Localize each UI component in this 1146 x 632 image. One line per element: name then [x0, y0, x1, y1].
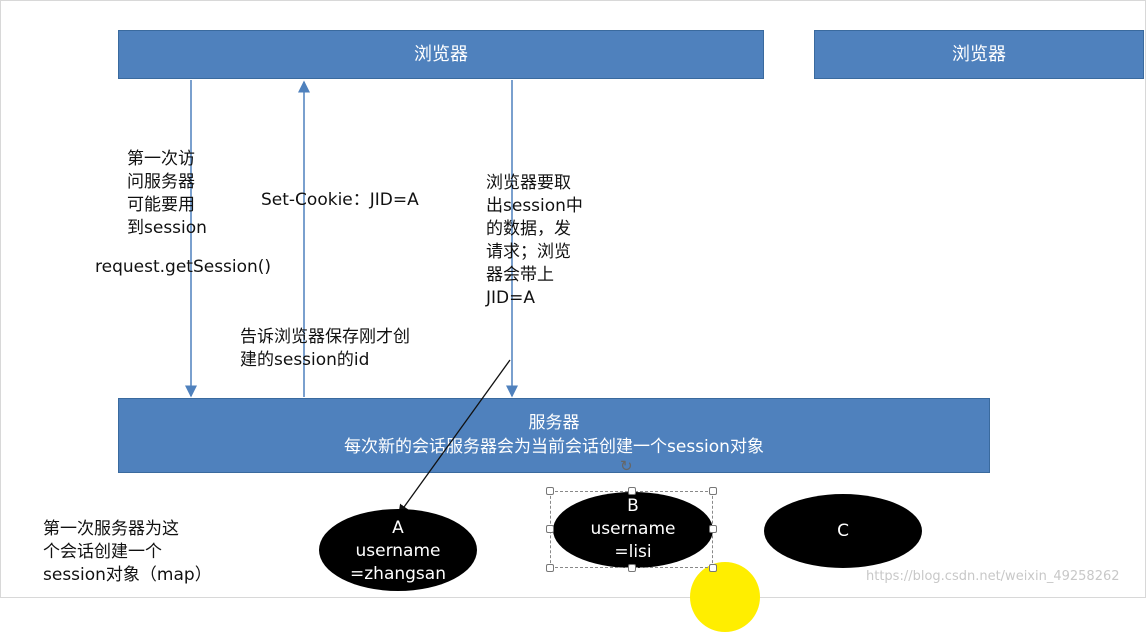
- resize-handle-top-left[interactable]: [546, 487, 554, 495]
- resize-handle-bottom-right[interactable]: [709, 564, 717, 572]
- session-c-oval[interactable]: C: [764, 494, 922, 568]
- session-a-oval[interactable]: A username =zhangsan: [319, 509, 477, 591]
- note-first-visit: 第一次访 问服务器 可能要用 到session: [127, 149, 207, 238]
- resize-handle-left[interactable]: [546, 525, 554, 533]
- watermark: https://blog.csdn.net/weixin_49258262: [866, 569, 1120, 584]
- session-b-oval[interactable]: B username =lisi: [553, 492, 713, 568]
- session-a-line2: =zhangsan: [350, 564, 446, 584]
- browser-box-2[interactable]: 浏览器: [814, 30, 1144, 79]
- note-first-server: 第一次服务器为这 个会话创建一个 session对象（map）: [43, 519, 212, 585]
- resize-handle-bottom-left[interactable]: [546, 564, 554, 572]
- arrow-lookup-session-a: [398, 359, 511, 516]
- selection-box[interactable]: [550, 491, 713, 568]
- rotate-handle-icon[interactable]: ↻: [620, 457, 633, 475]
- note-get-session: request.getSession(): [95, 257, 272, 277]
- cursor-highlight: [690, 562, 760, 632]
- session-b-line1: username: [590, 519, 676, 539]
- session-a-line1: username: [355, 541, 441, 561]
- server-title: 服务器: [528, 413, 580, 433]
- session-c-id: C: [837, 521, 849, 541]
- session-a-id: A: [392, 518, 404, 538]
- resize-handle-right[interactable]: [709, 525, 717, 533]
- resize-handle-top[interactable]: [628, 487, 636, 495]
- note-browser-fetch: 浏览器要取 出session中 的数据，发 请求；浏览 器会带上 JID=A: [486, 173, 583, 308]
- resize-handle-bottom[interactable]: [628, 564, 636, 572]
- session-b-id: B: [627, 496, 639, 516]
- browser-box-1[interactable]: 浏览器: [118, 30, 764, 79]
- note-tell-browser: 告诉浏览器保存刚才创 建的session的id: [240, 327, 410, 370]
- resize-handle-top-right[interactable]: [709, 487, 717, 495]
- server-box[interactable]: 服务器 每次新的会话服务器会为当前会话创建一个session对象: [118, 398, 990, 473]
- arrows-layer: [185, 80, 518, 516]
- server-subtitle: 每次新的会话服务器会为当前会话创建一个session对象: [344, 437, 764, 457]
- session-b-line2: =lisi: [614, 542, 652, 562]
- note-set-cookie: Set-Cookie：JID=A: [261, 190, 419, 210]
